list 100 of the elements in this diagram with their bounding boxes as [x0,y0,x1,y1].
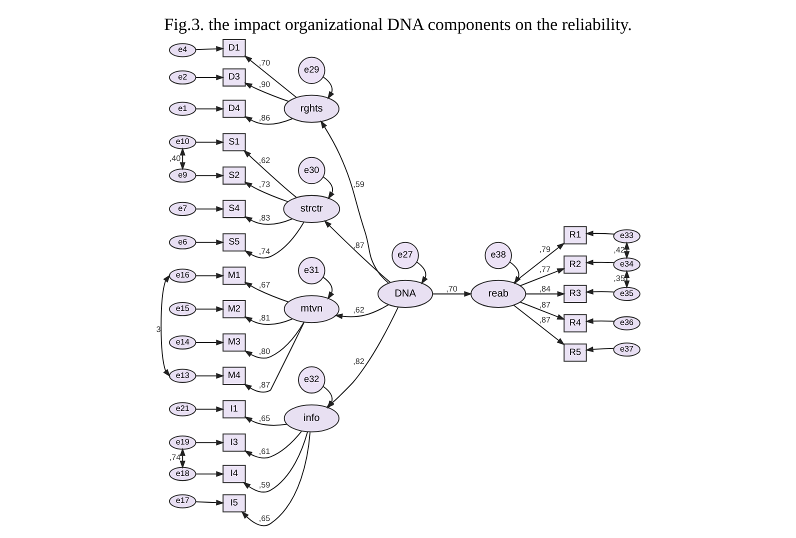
edge-label: ,86 [258,113,270,122]
node-box: M1 [222,266,246,285]
node-box: D1 [222,39,246,58]
arrow [585,318,614,324]
node-circle: e31 [298,257,326,284]
node-ellipse: e4 [168,43,196,58]
arrow [510,262,521,284]
node-ellipse: e9 [168,168,196,183]
edge-label: ,79 [539,244,550,254]
arrow [432,291,472,297]
arrow [244,431,302,458]
arrow [196,106,224,112]
edge-label: ,62 [353,306,364,315]
edge-label: ,90 [258,80,270,89]
arrow [324,220,391,283]
node-ellipse: rghts [284,94,340,123]
node-ellipse: e15 [168,302,196,316]
edge-label: ,40 [169,154,181,163]
node-box: S1 [222,133,246,152]
node-ellipse: e36 [613,316,640,330]
node-circle: e38 [484,242,512,270]
node-ellipse: strctr [283,194,340,223]
arrow [196,46,224,52]
arrow [323,176,335,200]
node-ellipse: e33 [613,229,640,244]
arrow [585,260,614,266]
node-ellipse: e18 [168,466,196,482]
edge-label: ,80 [258,347,270,356]
edge-label: ,74 [258,246,270,256]
edge-label: ,77 [539,265,550,274]
node-box: S2 [222,166,246,185]
arrow [322,76,334,100]
edge-label: ,65 [258,514,270,523]
node-circle: e32 [298,366,326,394]
edge-label: ,62 [258,156,270,165]
node-box: R1 [564,226,587,244]
arrow [196,440,224,446]
arrow [244,316,292,326]
edge-label: 3 [156,325,161,334]
arrow [196,139,224,146]
edge-label: ,67 [258,280,270,290]
edge-label: ,65 [258,414,270,423]
edge-label: ,83 [258,214,270,222]
arrow [244,322,305,393]
node-box: I3 [222,434,246,452]
edge-label: ,84 [539,284,550,294]
arrow [244,116,292,125]
node-circle: e27 [392,242,419,270]
arrow [196,74,224,80]
arrow [196,240,224,246]
arrow [243,150,297,198]
edge-label: ,87 [258,380,270,390]
edge-label: ,87 [539,300,550,310]
arrow [334,304,389,320]
node-box: I5 [222,494,246,512]
node-ellipse: reab [470,280,526,308]
node-box: R3 [564,284,587,304]
edge-label: ,82 [353,357,364,366]
arrow [244,182,288,202]
node-ellipse: e34 [613,258,640,272]
node-box: I4 [222,464,246,484]
node-box: R4 [564,314,587,332]
node-ellipse: e21 [168,402,196,416]
node-circle: e29 [298,56,326,84]
edge-label: ,73 [258,180,270,190]
node-box: D4 [222,100,246,118]
node-box: M3 [222,333,246,352]
edge-label: ,81 [258,314,270,323]
edge-label: ,61 [258,447,270,456]
node-ellipse: e10 [168,135,196,150]
node-ellipse: mtvn [284,295,340,324]
arrow [241,432,311,526]
arrow [196,206,224,212]
node-ellipse: e7 [168,202,196,216]
node-box: S5 [222,233,246,252]
node-box: M2 [222,300,246,318]
edge-label: ,42 [614,245,625,254]
node-ellipse: e6 [168,235,196,250]
arrow [196,272,224,279]
arrow [196,340,224,346]
arrow [244,55,297,98]
node-ellipse: e35 [613,286,640,302]
node-ellipse: e14 [168,335,196,350]
node-box: S4 [222,200,246,218]
arrow [513,304,565,346]
arrow [520,268,566,286]
node-circle: e30 [298,156,326,184]
arrow [624,242,630,260]
arrow [320,120,389,284]
arrow [526,291,566,297]
edge-label: ,87 [539,316,550,325]
diagram-title: Fig.3. the impact organizational DNA components on the reliability. [164,15,632,34]
arrow [624,270,630,289]
arrow [242,432,308,493]
arrow [196,406,224,412]
arrow [244,282,288,302]
node-ellipse: e2 [168,70,196,85]
node-ellipse: e13 [168,368,196,383]
arrow [585,230,614,236]
node-ellipse: e19 [168,436,196,450]
